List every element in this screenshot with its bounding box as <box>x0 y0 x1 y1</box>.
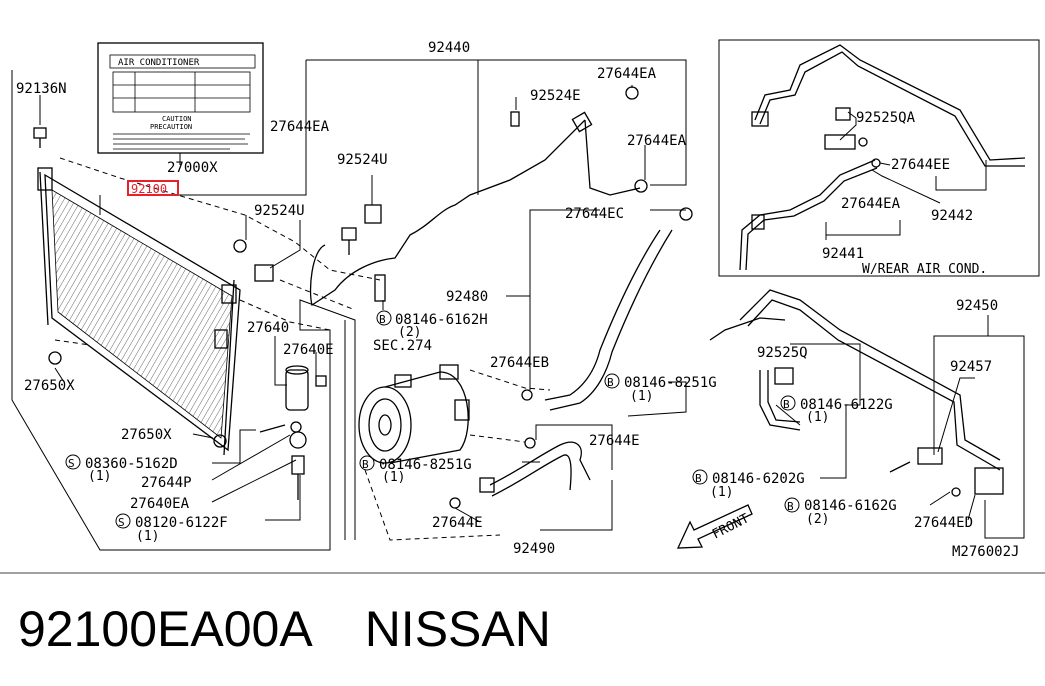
callout-08146-6202G-qty: (1) <box>710 485 733 500</box>
receiver-drier <box>259 365 327 500</box>
label-title: AIR CONDITIONER <box>118 58 200 68</box>
callout-08146-8251G: 08146-8251G <box>379 457 472 473</box>
callout-27644E: 27644E <box>589 433 640 449</box>
callout-92524U: 92524U <box>254 203 305 219</box>
callout-08146-6122G-qty: (1) <box>806 410 829 425</box>
callout-92490: 92490 <box>513 541 555 557</box>
bolt-marker: B <box>695 472 702 485</box>
bolt-marker: B <box>362 458 369 471</box>
callout-92480: 92480 <box>446 289 488 305</box>
callout-sec274: SEC.274 <box>373 338 432 354</box>
callout-08146-8251G: 08146-8251G <box>624 375 717 391</box>
callout-92136N: 92136N <box>16 81 67 97</box>
callout-92524E: 92524E <box>530 88 581 104</box>
compressor <box>358 364 470 464</box>
part-number: 92100EA00A <box>18 601 313 657</box>
callout-08120-6122F-qty: (1) <box>136 529 159 544</box>
bolt-marker: B <box>787 500 794 513</box>
callout-08120-6122F: 08120-6122F <box>135 515 228 531</box>
callout-08146-8251G-qty: (1) <box>630 389 653 404</box>
label-precaution: PRECAUTION <box>150 123 192 131</box>
right-pipes <box>709 289 1004 497</box>
screw-marker: S <box>68 457 75 470</box>
callout-08146-6122G: 08146-6122G <box>800 397 893 413</box>
callout-08146-8251G-qty: (1) <box>382 470 405 485</box>
callout-08146-6162G-qty: (2) <box>806 512 829 527</box>
callout-27000X: 27000X <box>167 160 218 176</box>
callout-92525QA: 92525QA <box>856 110 916 126</box>
callout-27644P: 27644P <box>141 475 192 491</box>
callout-27640E: 27640E <box>283 342 334 358</box>
callout-92525Q: 92525Q <box>757 345 808 361</box>
condenser-core <box>37 167 241 456</box>
callout-27650X: 27650X <box>121 427 172 443</box>
leader-lines <box>39 59 1025 540</box>
callout-92100: 92100 <box>131 182 167 196</box>
callouts: 92440 92136N 27644EA 92524E 27644EA 2764… <box>16 40 1019 560</box>
callout-92442: 92442 <box>931 208 973 224</box>
part-caption: 92100EA00A NISSAN <box>18 598 551 660</box>
bolt-marker: B <box>379 313 386 326</box>
callout-27644ED: 27644ED <box>914 515 973 531</box>
highlight-92100 <box>127 180 179 196</box>
callout-92440: 92440 <box>428 40 470 56</box>
condenser-group-frame <box>11 70 356 551</box>
callout-92450: 92450 <box>956 298 998 314</box>
callout-27640: 27640 <box>247 320 289 336</box>
callout-08146-6162H-qty: (2) <box>398 325 421 340</box>
callout-08146-6202G: 08146-6202G <box>712 471 805 487</box>
callout-08360-5162D: 08360-5162D <box>85 456 178 472</box>
bolt-marker: B <box>607 376 614 389</box>
bolt-marker: B <box>783 398 790 411</box>
callout-08146-6162G: 08146-6162G <box>804 498 897 514</box>
callout-27644EC: 27644EC <box>565 206 624 222</box>
callout-08146-6162H: 08146-6162H <box>395 312 488 328</box>
screw-marker: S <box>118 516 125 529</box>
brand-name: NISSAN <box>364 601 551 657</box>
callout-27644EA: 27644EA <box>627 133 687 149</box>
callout-27644EA: 27644EA <box>270 119 330 135</box>
phantom-lines <box>54 157 551 541</box>
callout-27650X: 27650X <box>24 378 75 394</box>
hose-92480 <box>521 207 693 411</box>
callout-27644EA: 27644EA <box>841 196 901 212</box>
ac-label-panel: AIR CONDITIONER CAUTION PRECAUTION <box>97 42 264 154</box>
label-caution: CAUTION <box>162 115 192 123</box>
bolt-92136N <box>33 127 47 148</box>
callout-27644EA: 27644EA <box>597 66 657 82</box>
clip-27650X-bottom <box>213 434 227 448</box>
callout-27644EB: 27644EB <box>490 355 549 371</box>
front-label: FRONT <box>710 511 752 542</box>
rear-air-cond-note: W/REAR AIR COND. <box>862 262 987 277</box>
pipe-92440 <box>233 86 648 307</box>
callout-27644E: 27644E <box>432 515 483 531</box>
rear-ac-frame <box>718 39 1040 277</box>
callout-27644EE: 27644EE <box>891 157 950 173</box>
callout-92524U: 92524U <box>337 152 388 168</box>
callout-27640EA: 27640EA <box>130 496 190 512</box>
callout-92457: 92457 <box>950 359 992 375</box>
parts-diagram: AIR CONDITIONER CAUTION PRECAUTION <box>0 39 1045 574</box>
rear-pipes <box>739 44 1026 271</box>
clip-27650X-top <box>48 351 62 365</box>
callout-92441: 92441 <box>822 246 864 262</box>
diagram-id: M276002J <box>952 544 1019 560</box>
hose-92490 <box>449 437 591 509</box>
front-arrow <box>676 504 753 549</box>
callout-08360-5162D-qty: (1) <box>88 469 111 484</box>
